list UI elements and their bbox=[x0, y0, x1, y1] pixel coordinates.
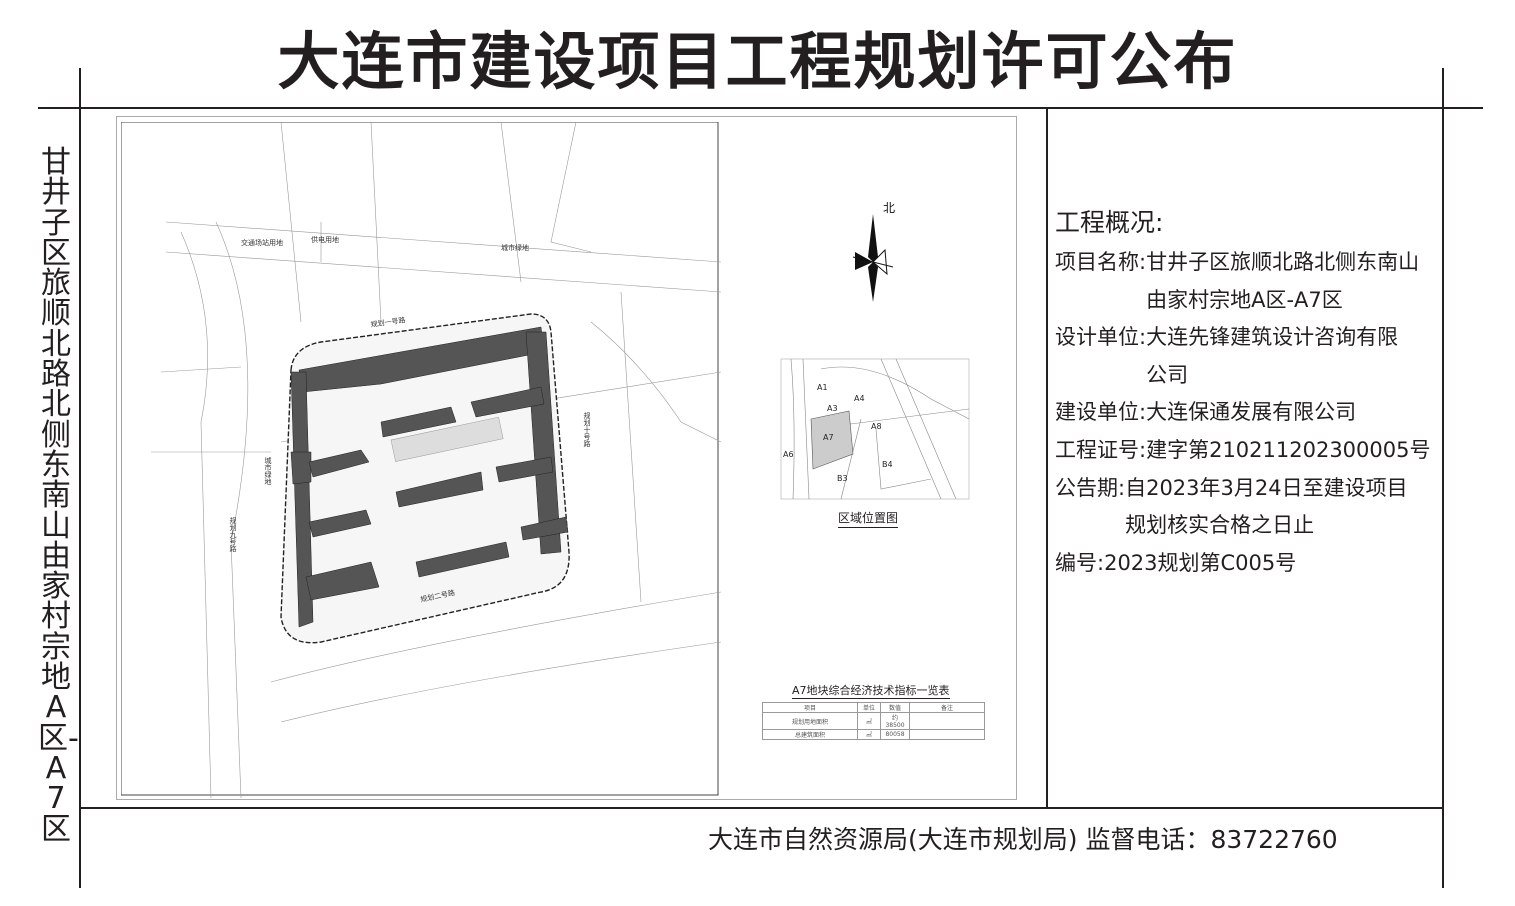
label-road10: 规划十号路 bbox=[583, 411, 591, 448]
north-label: 北 bbox=[883, 201, 895, 215]
svg-text:B3: B3 bbox=[837, 474, 848, 483]
label-road1: 规划一号路 bbox=[370, 315, 406, 329]
table-cell: ㎡ bbox=[857, 712, 881, 730]
row-label: 建设单位: bbox=[1055, 400, 1147, 425]
table-cell: 约38500 bbox=[880, 712, 910, 730]
overview-row-designer: 设计单位:大连先锋建筑设计咨询有限公司 bbox=[1055, 319, 1445, 394]
table-cell: 80058 bbox=[880, 729, 910, 740]
context-lines bbox=[151, 122, 722, 798]
frame-left-line bbox=[79, 68, 81, 888]
a7-parcel-hatched bbox=[810, 410, 854, 470]
table-cell bbox=[909, 712, 985, 730]
table-header: 单位 bbox=[857, 702, 881, 713]
supervision-footer: 大连市自然资源局(大连市规划局) 监督电话：83722760 bbox=[708, 825, 1338, 854]
row-label: 项目名称: bbox=[1055, 250, 1147, 274]
index-table: 项目 单位 数值 备注 规划用地面积 ㎡ 约38500 总建筑面积 ㎡ 8005… bbox=[762, 702, 985, 740]
overview-row-serial: 编号:2023规划第C005号 bbox=[1055, 545, 1445, 583]
frame-bottom-line bbox=[80, 807, 1443, 809]
panel-divider bbox=[1046, 108, 1048, 808]
overview-row-project-name: 项目名称:甘井子区旅顺北路北侧东南山由家村宗地A区-A7区 bbox=[1055, 244, 1445, 319]
label-transport: 交通场站用地 bbox=[241, 238, 283, 247]
table-cell: 总建筑面积 bbox=[762, 729, 858, 740]
row-label: 公告期: bbox=[1055, 475, 1126, 500]
svg-text:A6: A6 bbox=[783, 450, 794, 459]
overview-row-builder: 建设单位:大连保通发展有限公司 bbox=[1055, 394, 1445, 432]
row-label: 编号: bbox=[1055, 550, 1105, 575]
row-value: 建字第210211202300005号 bbox=[1146, 437, 1431, 462]
overview-row-notice-period: 公告期:自2023年3月24日至建设项目规划核实合格之日止 bbox=[1055, 470, 1445, 545]
table-cell: 规划用地面积 bbox=[762, 712, 858, 730]
label-power: 供电用地 bbox=[311, 235, 339, 244]
svg-text:A3: A3 bbox=[827, 404, 838, 413]
table-header-row: 项目 单位 数值 备注 bbox=[762, 702, 985, 713]
table-header: 项目 bbox=[762, 702, 858, 713]
frame-right-line bbox=[1442, 68, 1444, 888]
buildings bbox=[290, 326, 569, 628]
location-map-caption: 区域位置图 bbox=[838, 509, 899, 528]
table-header: 备注 bbox=[909, 702, 985, 713]
notice-title: 大连市建设项目工程规划许可公布 bbox=[277, 25, 1238, 98]
side-project-title: 甘井子区旅顺北路北侧东南山由家村宗地A区-A7区 bbox=[38, 145, 79, 847]
table-row: 规划用地面积 ㎡ 约38500 bbox=[762, 712, 985, 730]
label-green-side: 城市绿地 bbox=[264, 457, 272, 485]
site-plan: 交通场站用地 供电用地 城市绿地 规划一号路 规划二号路 规划九号路 规划十号路… bbox=[121, 122, 970, 798]
table-cell bbox=[909, 729, 985, 740]
overview-row-permit-number: 工程证号:建字第210211202300005号 bbox=[1055, 432, 1445, 470]
drawing-area bbox=[116, 116, 1017, 800]
index-table-title: A7地块综合经济技术指标一览表 bbox=[792, 684, 950, 699]
row-value: 自2023年3月24日至建设项目规划核实合格之日止 bbox=[1125, 475, 1408, 538]
row-label: 工程证号: bbox=[1055, 437, 1147, 462]
row-value: 大连保通发展有限公司 bbox=[1146, 400, 1357, 425]
svg-text:A7: A7 bbox=[823, 433, 834, 442]
plan-frame bbox=[121, 122, 719, 796]
project-overview-panel: 工程概况: 项目名称:甘井子区旅顺北路北侧东南山由家村宗地A区-A7区 设计单位… bbox=[1055, 203, 1445, 582]
frame-top-line bbox=[38, 107, 1483, 109]
svg-text:A4: A4 bbox=[854, 394, 865, 403]
central-plaza bbox=[390, 416, 504, 462]
overview-heading: 工程概况: bbox=[1055, 208, 1164, 237]
table-cell: ㎡ bbox=[857, 729, 881, 740]
table-row: 总建筑面积 ㎡ 80058 bbox=[762, 729, 985, 740]
label-road9: 规划九号路 bbox=[229, 516, 237, 553]
row-label: 设计单位: bbox=[1055, 325, 1147, 350]
svg-text:B4: B4 bbox=[882, 460, 893, 469]
svg-text:A8: A8 bbox=[871, 422, 882, 431]
row-value: 2023规划第C005号 bbox=[1104, 550, 1297, 575]
row-value: 甘井子区旅顺北路北侧东南山由家村宗地A区-A7区 bbox=[1146, 250, 1420, 312]
row-value: 大连先锋建筑设计咨询有限公司 bbox=[1146, 325, 1399, 387]
label-green-top: 城市绿地 bbox=[501, 243, 529, 252]
table-header: 数值 bbox=[880, 702, 910, 713]
north-arrow-icon: 北 bbox=[852, 201, 895, 302]
svg-text:A1: A1 bbox=[817, 383, 828, 392]
